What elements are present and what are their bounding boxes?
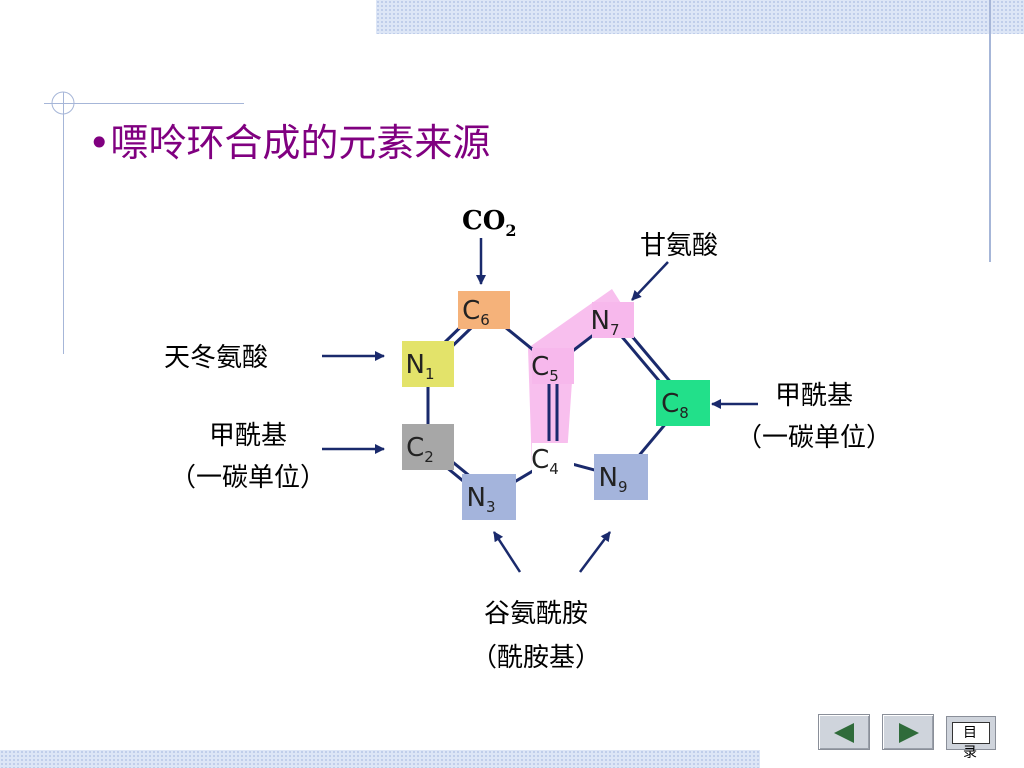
triangle-left-icon <box>834 723 854 743</box>
glutamine-label-line1: 谷氨酰胺 <box>484 599 588 629</box>
atom-n9-label: N9 <box>599 463 628 496</box>
atom-c8-box <box>656 380 710 426</box>
source-arrows <box>322 238 758 573</box>
atom-c6-box <box>458 291 510 329</box>
glycine-highlight-band <box>528 289 626 470</box>
formyl-right-label-line2: （一碳单位） <box>736 423 892 453</box>
formyl-right-label-line1: 甲酰基 <box>775 381 853 411</box>
atom-n3-label: N3 <box>467 483 496 516</box>
glutamine-label-line2: （酰胺基） <box>471 643 601 673</box>
right-border-line <box>989 0 991 262</box>
atom-c8-label: C8 <box>661 389 689 422</box>
atom-c6-label: C6 <box>462 296 490 329</box>
atom-n3-box <box>462 474 516 520</box>
atom-n1-label: N1 <box>406 350 435 383</box>
atom-n9-box <box>594 454 648 500</box>
atom-c2-label: C2 <box>406 433 434 466</box>
atom-c4-label: C4 <box>531 445 559 478</box>
glutamine-arrow-right <box>579 531 611 573</box>
toc-button-label: 目 录 <box>952 722 990 761</box>
atom-c4-backdrop <box>532 443 574 475</box>
previous-slide-button[interactable] <box>818 714 870 750</box>
left-margin-line <box>63 92 64 354</box>
table-of-contents-button[interactable]: 目 录 <box>946 716 996 761</box>
co2-label: CO2 <box>462 206 516 240</box>
aspartate-label: 天冬氨酸 <box>164 343 268 373</box>
slide-title: •嘌呤环合成的元素来源 <box>88 121 491 165</box>
glycine-arrow <box>631 261 669 301</box>
formyl-left-label-line2: （一碳单位） <box>170 463 326 493</box>
top-decorative-band <box>376 0 1024 34</box>
bond-7-line-0 <box>626 330 676 388</box>
next-slide-button[interactable] <box>882 714 934 750</box>
atom-c5-backdrop <box>532 348 574 384</box>
glycine-label: 甘氨酸 <box>640 231 718 261</box>
formyl-left-label-line1: 甲酰基 <box>209 421 287 451</box>
glutamine-arrow-left <box>492 531 522 573</box>
triangle-right-icon <box>899 723 919 743</box>
bottom-decorative-band <box>0 750 760 768</box>
atom-n1-box <box>402 341 454 387</box>
title-rule-line <box>44 103 244 104</box>
atom-n7-label: N7 <box>591 306 620 339</box>
corner-ornament <box>51 91 75 115</box>
atom-c2-box <box>402 424 454 470</box>
atom-c5-label: C5 <box>531 352 559 385</box>
atom-n7-backdrop <box>592 302 634 338</box>
